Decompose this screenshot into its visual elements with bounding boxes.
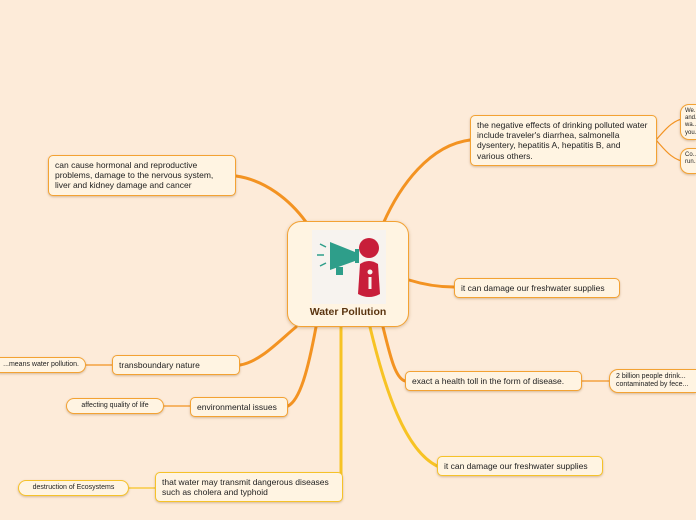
link-to-hormonal [234, 174, 308, 224]
link-to-negative-effects [381, 138, 472, 226]
node-health-toll[interactable]: exact a health toll in the form of disea… [405, 371, 582, 392]
link-to-environmental [286, 325, 318, 408]
node-negative-effects-child-1[interactable]: We... and... wa... you... [680, 104, 696, 140]
node-freshwater-supplies-2[interactable]: it can damage our freshwater supplies [437, 456, 603, 477]
node-freshwater-supplies-1[interactable]: it can damage our freshwater supplies [454, 278, 620, 299]
central-topic[interactable]: Water Pollution [287, 221, 409, 327]
central-title: Water Pollution [309, 306, 387, 318]
node-negative-effects-child-2[interactable]: Co... run... [680, 148, 696, 174]
link-to-freshwater2 [368, 325, 439, 468]
node-health-toll-child[interactable]: 2 billion people drink... contaminated b… [609, 369, 696, 393]
node-environmental-issues[interactable]: environmental issues [190, 397, 288, 418]
link-to-transboundary [238, 325, 298, 367]
node-transboundary-nature[interactable]: transboundary nature [112, 355, 240, 376]
node-transmit-diseases[interactable]: that water may transmit dangerous diseas… [155, 472, 343, 503]
node-hormonal-problems[interactable]: can cause hormonal and reproductive prob… [48, 155, 236, 196]
link-to-freshwater1 [407, 278, 456, 289]
node-negative-effects[interactable]: the negative effects of drinking pollute… [470, 115, 657, 166]
link-to-health-toll [381, 325, 407, 383]
node-transboundary-child[interactable]: ...means water pollution. [0, 357, 86, 374]
megaphone-person-icon [312, 230, 386, 304]
node-transmit-child[interactable]: destruction of Ecosystems [18, 480, 129, 497]
node-environmental-child[interactable]: affecting quality of life [66, 398, 164, 415]
